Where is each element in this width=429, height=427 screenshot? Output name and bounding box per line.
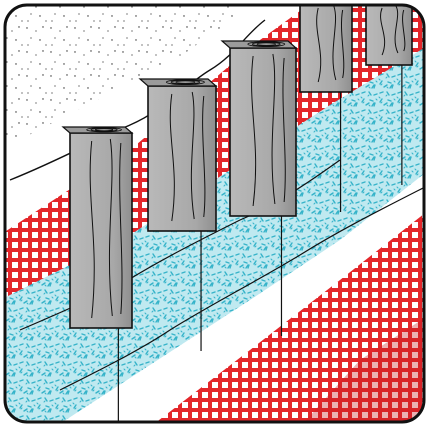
- post-top-rings: [86, 127, 122, 133]
- post-wood-grain: [89, 138, 123, 319]
- post-4: [299, 5, 353, 212]
- lower-red-mesh-band: [150, 210, 424, 422]
- post-1: [61, 126, 134, 422]
- post-top-rings: [247, 41, 286, 48]
- post-5: [365, 5, 413, 185]
- cyan-contour-line-2: [59, 184, 424, 391]
- posts-group: [61, 5, 413, 422]
- soil-layer: [5, 5, 260, 150]
- post-wood-grain: [251, 53, 286, 207]
- post-wood-grain: [380, 5, 406, 56]
- frame-border: [3, 3, 426, 424]
- post-3: [220, 40, 298, 336]
- lower-red-shadow: [300, 315, 424, 422]
- post-2: [138, 78, 218, 351]
- post-wood-grain: [169, 91, 206, 222]
- cyan-aggregate-layer: [5, 45, 424, 422]
- post-wood-grain: [316, 5, 345, 83]
- post-top-rings: [165, 79, 205, 86]
